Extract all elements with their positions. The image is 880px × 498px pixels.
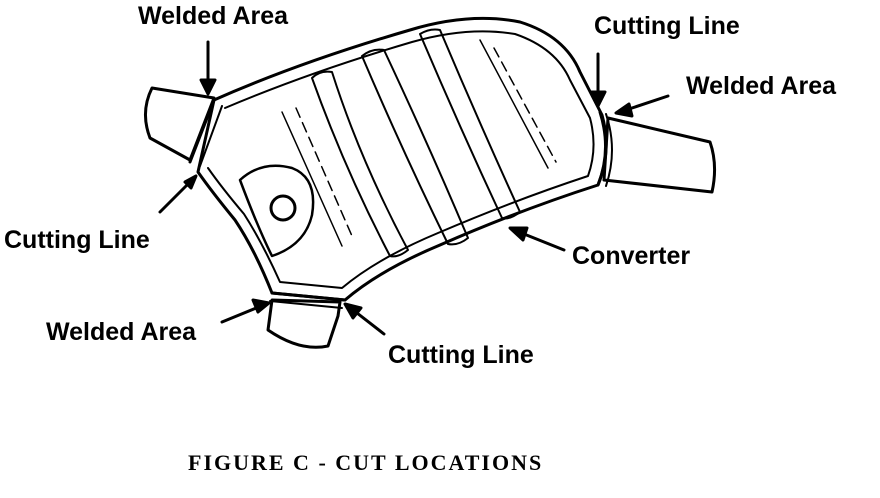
label-welded-area-right: Welded Area [686, 72, 837, 100]
label-cutting-line-left: Cutting Line [4, 226, 150, 254]
converter-shell-contour [207, 30, 595, 289]
arrow-welded-area-bottom [220, 298, 271, 324]
mounting-hole [269, 194, 297, 222]
figure-caption: FIGURE C - CUT LOCATIONS [188, 450, 544, 475]
label-welded-area-bottom: Welded Area [46, 318, 197, 346]
bottom-pipe [266, 298, 342, 349]
arrow-converter [508, 226, 566, 252]
mounting-bracket [238, 164, 315, 258]
right-weld-seam [596, 110, 613, 187]
arrows [158, 40, 670, 336]
label-cutting-line-bottom: Cutting Line [388, 341, 534, 369]
corrugation-ribs [281, 28, 557, 258]
label-cutting-line-top-right: Cutting Line [594, 12, 740, 40]
arrow-welded-area-top-left [199, 40, 217, 96]
arrow-cutting-line-bottom [343, 302, 386, 336]
converter-body [196, 16, 608, 302]
label-converter: Converter [572, 242, 691, 270]
arrow-welded-area-right [614, 94, 670, 118]
left-weld-seam [188, 98, 223, 167]
right-outlet-pipe [602, 116, 717, 194]
arrow-cutting-line-left [158, 174, 198, 214]
bottom-weld-seam [269, 291, 347, 309]
label-welded-area-top-left: Welded Area [138, 2, 289, 30]
arrow-cutting-line-top-right [589, 52, 607, 108]
